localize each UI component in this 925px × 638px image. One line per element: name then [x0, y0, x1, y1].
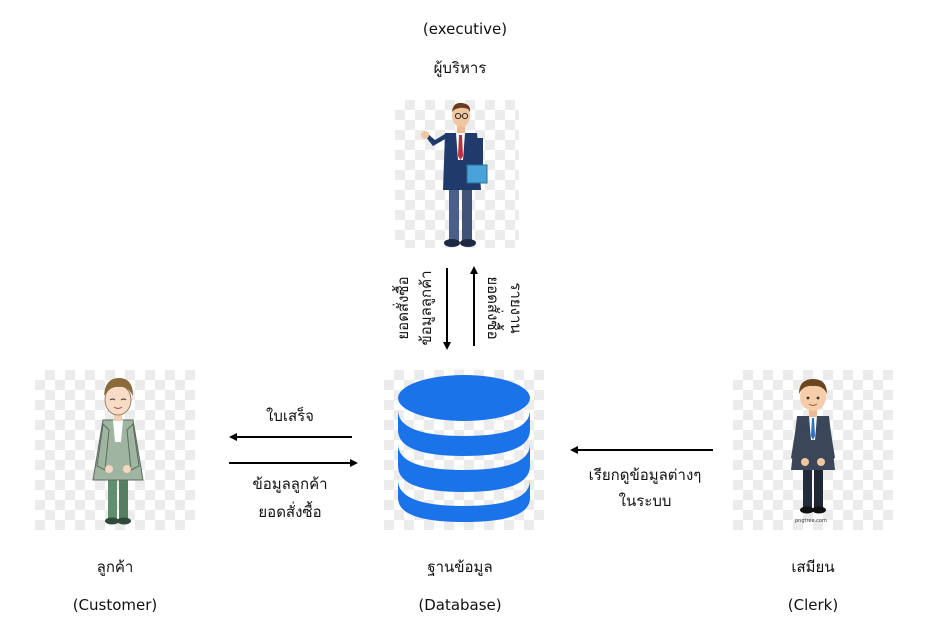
- flow-exec-to-db-label-1: ยอดสั่งซื้อ: [484, 276, 502, 340]
- clerk-watermark: pngtree.com: [795, 518, 827, 524]
- flow-exec-to-db-label-2: รายงาน: [507, 282, 525, 334]
- flow-db-to-exec-label-2: ข้อมูลลูกค้า: [417, 270, 435, 346]
- flow-db-to-customer-label: ใบเสร็จ: [266, 407, 314, 425]
- flow-db-to-exec-label-1: ยอดสั่งซื้อ: [394, 276, 412, 340]
- executive-label-en: (executive): [422, 20, 508, 38]
- flow-clerk-to-db-label-2: ในระบบ: [618, 492, 672, 510]
- database-cylinder-icon: [384, 370, 544, 530]
- flow-customer-to-db-label-1: ข้อมูลลูกค้า: [252, 475, 328, 493]
- flow-clerk-to-db-label-1: เรียกดูข้อมูลต่างๆ: [588, 466, 702, 484]
- customer-person-icon: [35, 370, 195, 530]
- executive-businessman-icon: [395, 100, 519, 248]
- customer-label-th: ลูกค้า: [96, 558, 134, 576]
- clerk-label-th: เสมียน: [791, 558, 835, 576]
- executive-label-th: ผู้บริหาร: [433, 59, 487, 77]
- database-label-en: (Database): [418, 596, 502, 614]
- database-label-th: ฐานข้อมูล: [427, 558, 493, 576]
- clerk-label-en: (Clerk): [787, 596, 839, 614]
- customer-label-en: (Customer): [72, 596, 158, 614]
- clerk-person-icon: pngtree.com: [733, 370, 893, 530]
- flow-customer-to-db-label-2: ยอดสั่งซื้อ: [258, 503, 322, 521]
